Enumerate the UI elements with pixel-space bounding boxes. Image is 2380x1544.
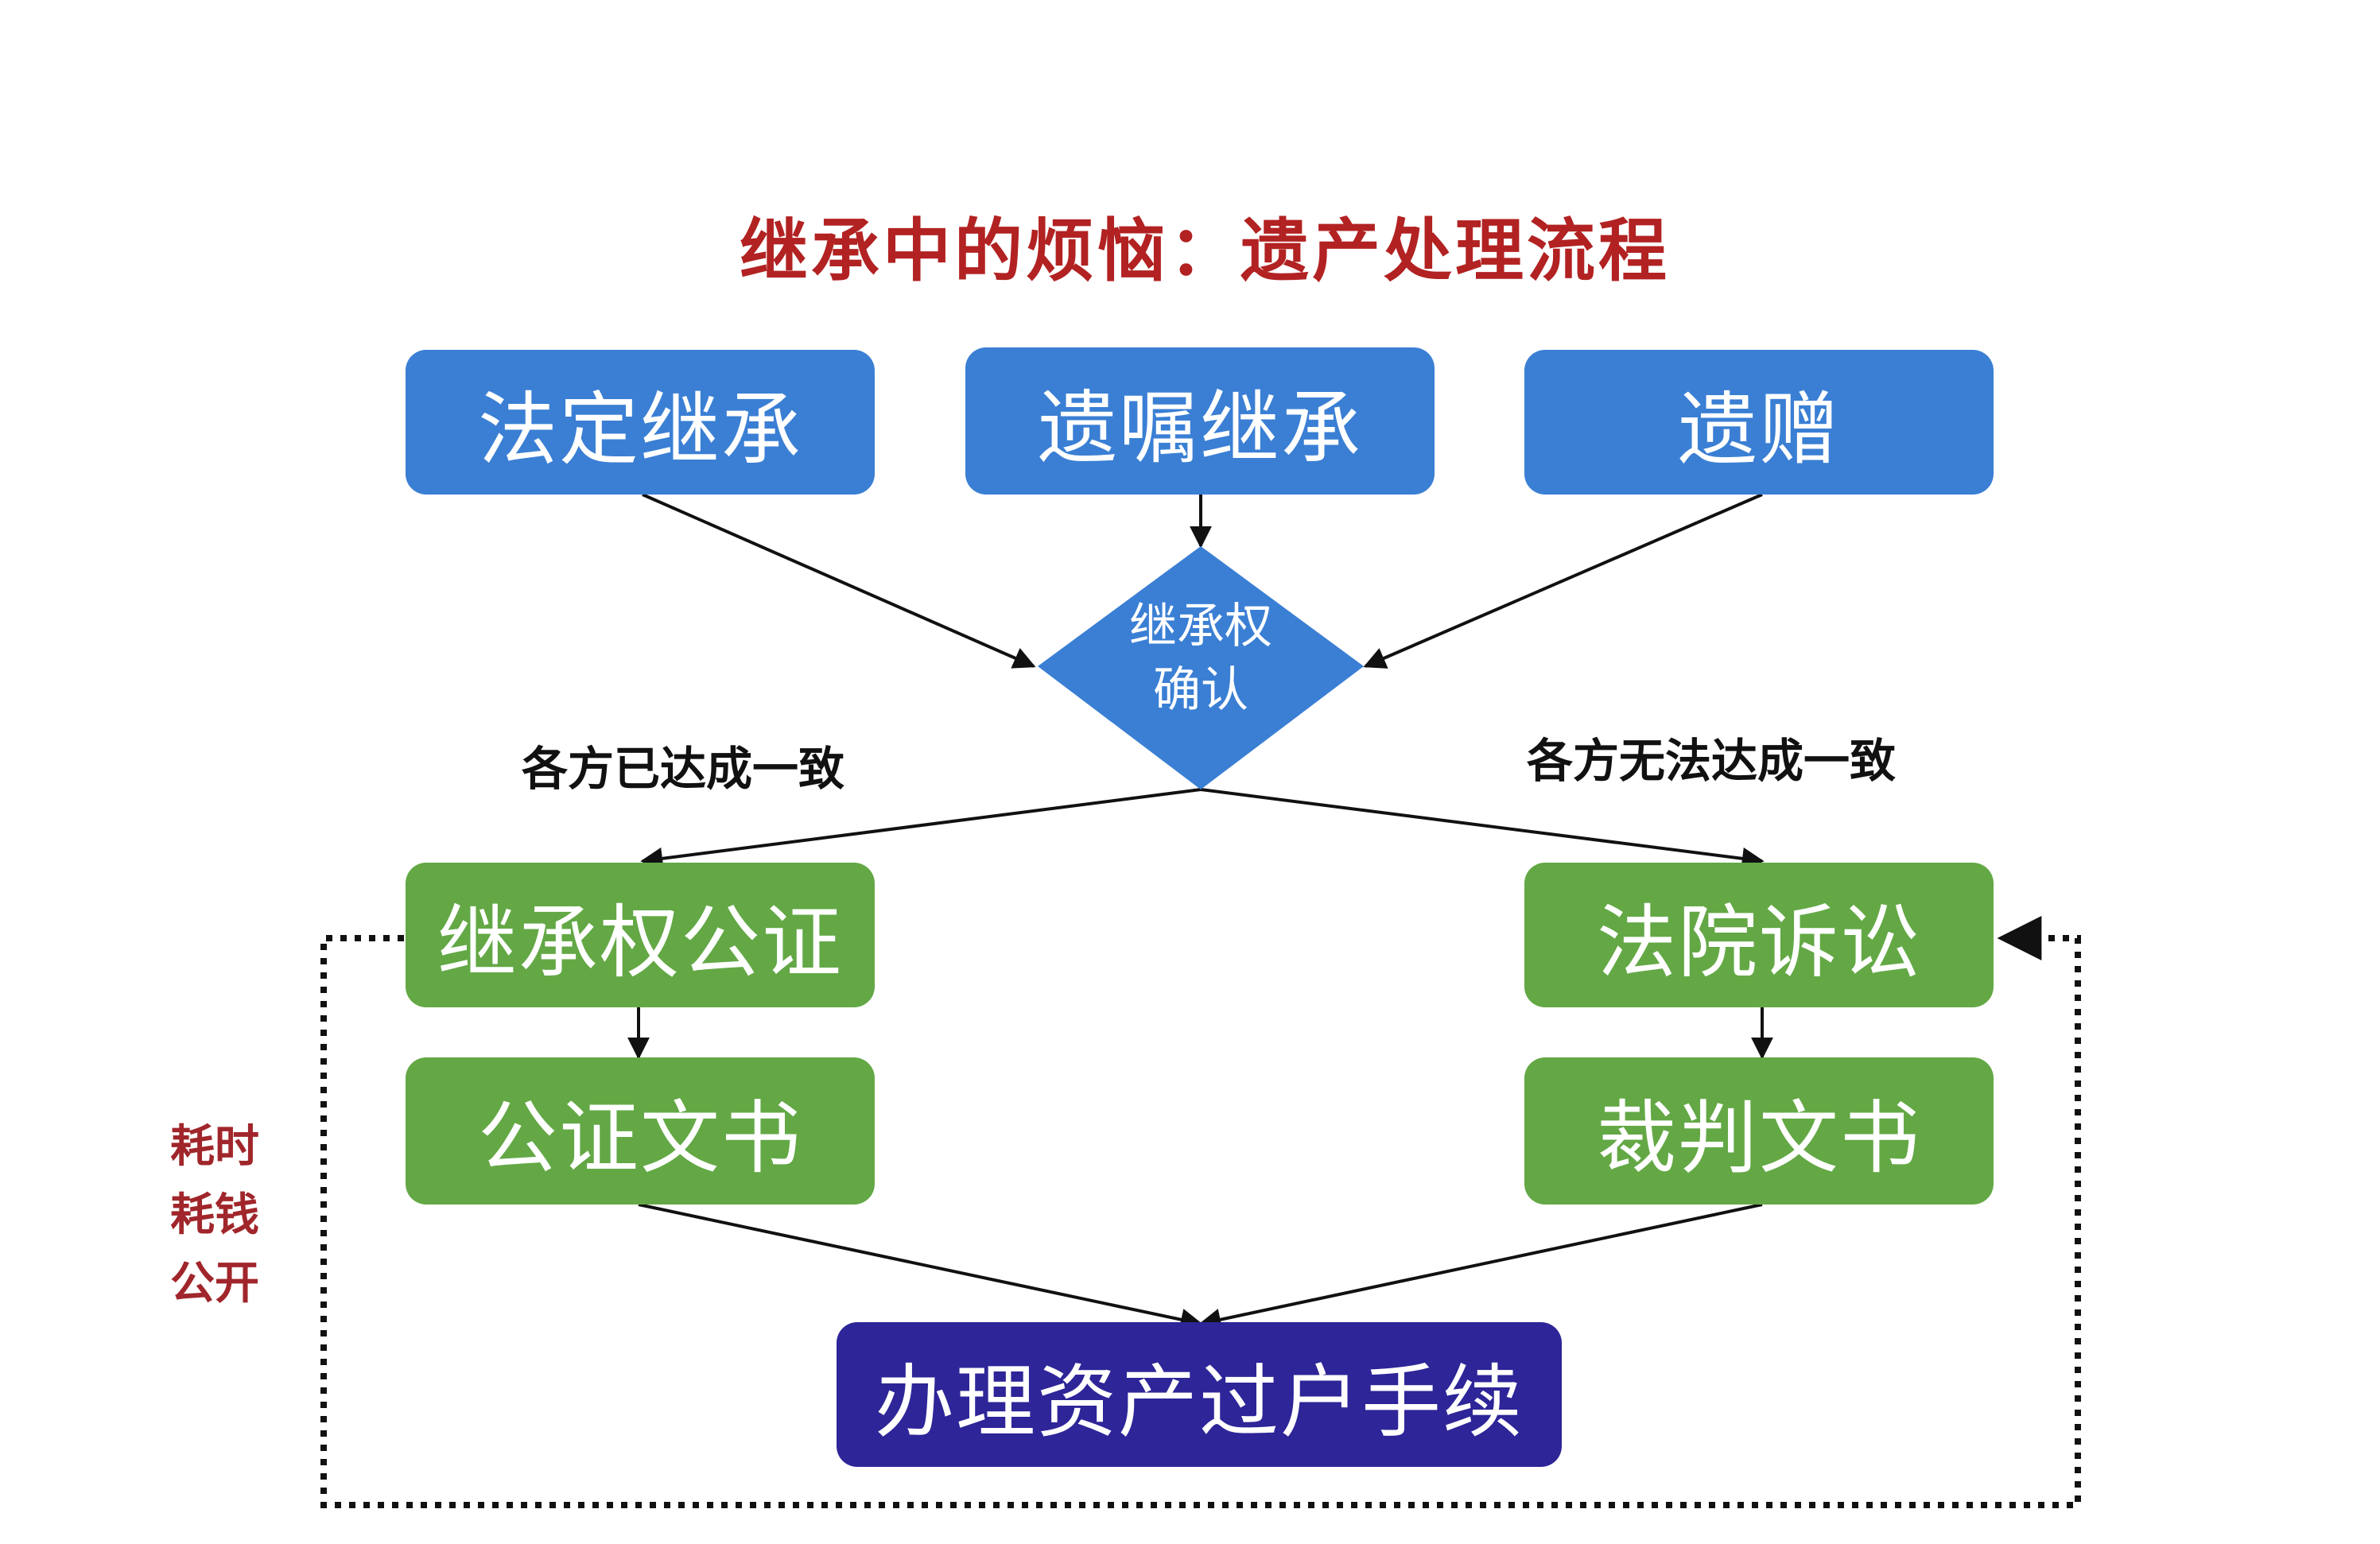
arrow-document-to-transfer — [638, 1203, 1203, 1331]
notarial-document-box: 公证文书 — [406, 1057, 875, 1205]
court-litigation-box: 法院诉讼 — [1524, 863, 1994, 1007]
side-note-line: 公开 — [170, 1258, 259, 1309]
statutory-inheritance-box: 法定继承 — [406, 350, 875, 495]
asset-transfer-box: 办理资产过户手续 — [837, 1322, 1562, 1467]
side-note-line: 耗时 — [170, 1121, 259, 1173]
arrow-decision-to-notarization — [640, 788, 1202, 870]
decision-label: 继承权 确认 — [1081, 595, 1320, 722]
decision-diamond — [1038, 546, 1364, 789]
testamentary-inheritance-box: 遗嘱继承 — [965, 347, 1435, 495]
arrow-decision-to-litigation — [1200, 788, 1765, 870]
arrow-bequest-to-decision — [1363, 493, 1763, 669]
side-note: 耗时 耗钱 公开 — [159, 1113, 270, 1318]
side-note-line: 耗钱 — [170, 1189, 259, 1241]
notarization-box: 继承权公证 — [406, 863, 875, 1007]
diagram-title: 继承中的烦恼：遗产处理流程 — [740, 211, 1670, 291]
judgment-document-box: 裁判文书 — [1524, 1057, 1994, 1205]
decision-line1: 继承权 — [1129, 599, 1272, 654]
branch-label-disagree: 各方无法达成一致 — [1527, 734, 1897, 788]
arrow-statutory-to-decision — [642, 493, 1036, 669]
decision-line2: 确认 — [1153, 662, 1248, 718]
branch-label-agree: 各方已达成一致 — [522, 742, 845, 796]
bequest-box: 遗赠 — [1524, 350, 1994, 495]
arrow-judgment-to-transfer — [1198, 1203, 1763, 1331]
dotted-loop-line — [320, 916, 2081, 1508]
